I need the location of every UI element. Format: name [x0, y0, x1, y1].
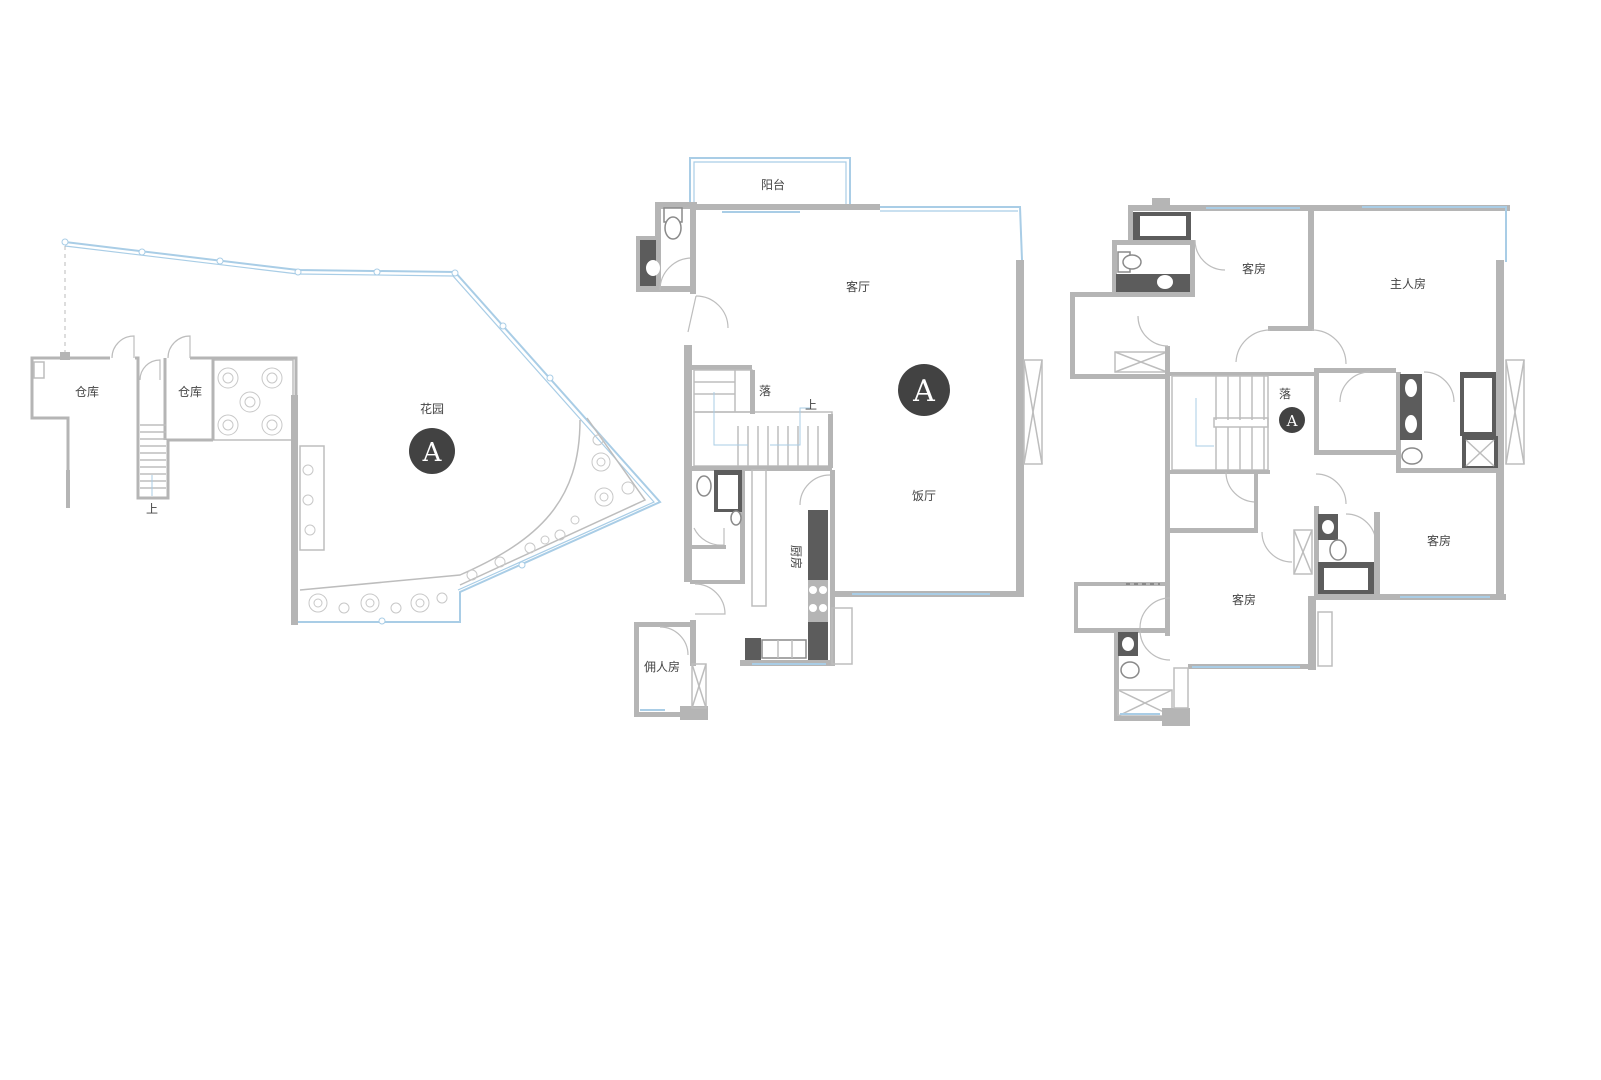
room-label-kitchen: 厨房 [789, 545, 804, 569]
unit-badge-letter-floor-1: A [422, 438, 443, 468]
stairs-up-label-floor-2: 上 [805, 398, 817, 412]
room-label-guest-room-bottom: 客房 [1232, 592, 1256, 607]
room-label-maid-room: 佣人房 [644, 659, 680, 674]
balcony-railing [689, 157, 851, 204]
void-label-floor-2: 落 [759, 384, 771, 398]
room-label-storage-left: 仓库 [75, 384, 99, 399]
railing-posts [61, 238, 554, 625]
room-label-garden: 花园 [420, 401, 444, 416]
unit-badge-letter-floor-3: A [1286, 412, 1298, 430]
room-label-dining-room: 饭厅 [912, 489, 936, 503]
unit-badge-floor-1 [409, 428, 455, 474]
floor-1-plan: 仓库 仓库 花园 上 A [30, 238, 662, 625]
floor-2-plan: 阳台 客厅 落 上 饭厅 厨房 佣人房 A [634, 157, 1043, 720]
room-label-storage-right: 仓库 [178, 384, 202, 399]
room-label-guest-room-right: 客房 [1427, 533, 1451, 548]
storage-walls [30, 356, 110, 508]
stairs-up-label-floor-1: 上 [146, 502, 158, 516]
stairs-floor-1 [140, 424, 166, 496]
planter-flowers [217, 367, 635, 614]
unit-badge-floor-3 [1279, 407, 1305, 433]
room-label-balcony: 阳台 [761, 177, 785, 192]
stairs-floor-3 [1171, 375, 1269, 471]
void-label-floor-3: 落 [1279, 387, 1291, 401]
room-label-living-room: 客厅 [846, 279, 870, 294]
unit-badge-letter-floor-2: A [912, 374, 935, 409]
unit-badge-floor-2 [898, 364, 950, 416]
room-label-guest-room-top: 客房 [1242, 261, 1266, 276]
floor-3-plan: 客房 主人房 落 客房 客房 A [1070, 198, 1525, 726]
room-label-master-bedroom: 主人房 [1390, 276, 1426, 291]
